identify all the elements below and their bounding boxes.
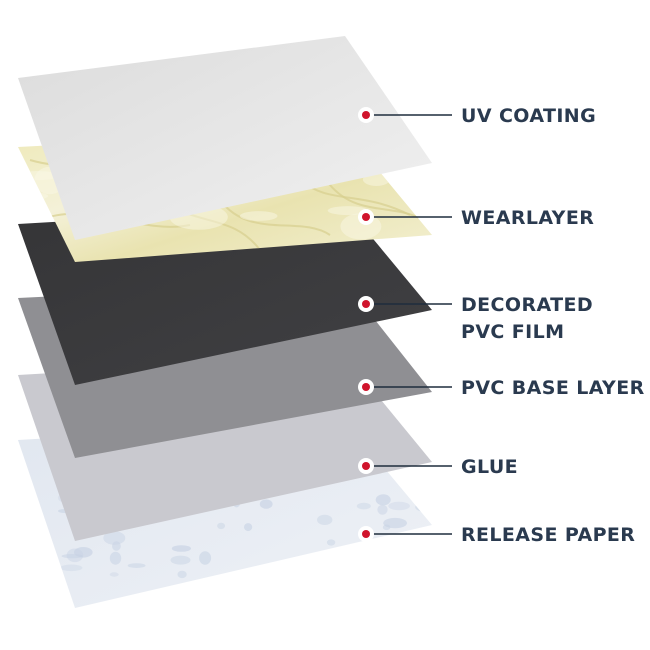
layer-label-release-paper: RELEASE PAPER xyxy=(461,524,636,546)
marker-dot-decorated-pvc-film xyxy=(362,300,370,308)
layer-label-glue: GLUE xyxy=(461,456,519,478)
marker-dot-wearlayer xyxy=(362,213,370,221)
layer-label-wearlayer: WEARLAYER xyxy=(461,207,595,229)
layer-label-pvc-base-layer: PVC BASE LAYER xyxy=(461,377,645,399)
layer-label-decorated-pvc-film: DECORATED PVC FILM xyxy=(461,294,594,343)
layer-label-uv-coating: UV COATING xyxy=(461,105,597,127)
marker-dot-release-paper xyxy=(362,530,370,538)
marker-dot-pvc-base-layer xyxy=(362,383,370,391)
marker-dot-uv-coating xyxy=(362,111,370,119)
layer-sheet-uv-coating xyxy=(18,36,432,240)
marker-dot-glue xyxy=(362,462,370,470)
